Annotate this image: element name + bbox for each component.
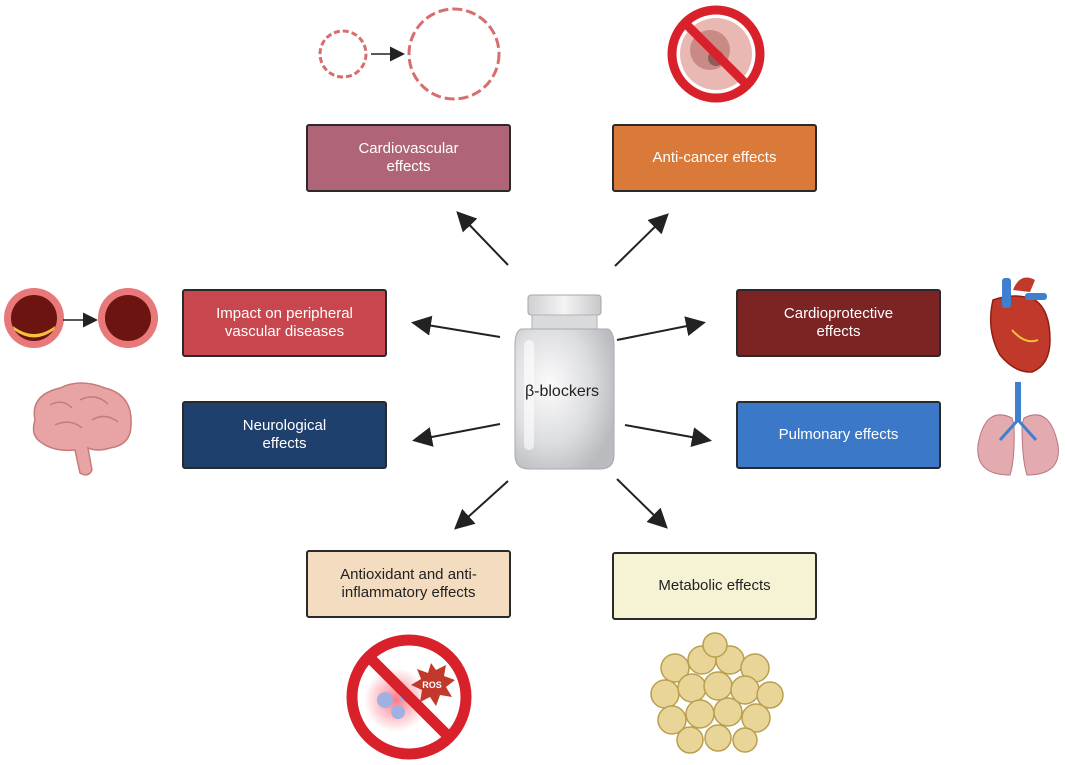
brain-icon: [32, 382, 132, 476]
heart-icon: [989, 277, 1051, 373]
ros-label: ROS: [422, 680, 442, 690]
lungs-icon: [977, 382, 1059, 476]
box-metabolic: Metabolic effects: [612, 552, 817, 620]
arrow-antioxidant: [454, 480, 509, 530]
arrow-cardioprotective: [616, 316, 706, 341]
box-neurological: Neurological effects: [182, 401, 387, 469]
pill-bottle-icon: [514, 294, 615, 470]
arrow-cardiovascular: [456, 211, 509, 266]
box-cardiovascular: Cardiovascular effects: [306, 124, 511, 192]
box-peripheral: Impact on peripheral vascular diseases: [182, 289, 387, 357]
vessel-dilation-icon: [318, 7, 501, 101]
artery-plaque-icon: [4, 288, 158, 348]
arrow-metabolic: [616, 478, 668, 529]
arrows: [411, 211, 712, 530]
no-ros-icon: ROS: [346, 634, 472, 760]
arrow-neurological: [412, 423, 501, 447]
box-anticancer: Anti-cancer effects: [612, 124, 817, 192]
box-pulmonary: Pulmonary effects: [736, 401, 941, 469]
box-antioxidant: Antioxidant and anti- inflammatory effec…: [306, 550, 511, 618]
box-cardioprotective: Cardioprotective effects: [736, 289, 941, 357]
adipocytes-icon: [650, 632, 784, 754]
center-label: β-blockers: [524, 383, 600, 400]
arrow-pulmonary: [624, 424, 712, 447]
no-tumor-icon: [667, 5, 765, 103]
arrow-anticancer: [614, 213, 669, 267]
arrow-peripheral: [411, 315, 501, 338]
